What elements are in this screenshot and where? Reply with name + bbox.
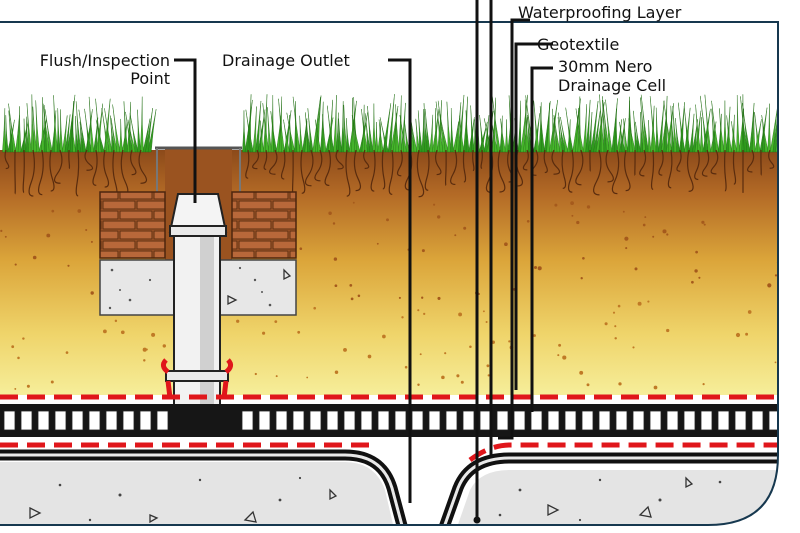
flush-inspection-label: Flush/Inspection: [40, 51, 170, 70]
drainage-cells: [3, 410, 778, 431]
grass-layer: [2, 94, 778, 153]
brick-wall-right: [231, 191, 297, 259]
nero-cell-label-2: Drainage Cell: [558, 76, 666, 95]
concrete-slab-left: [0, 462, 395, 525]
membrane-bottom-right: [468, 442, 778, 463]
roots: [4, 149, 778, 198]
concrete-slab-right: [455, 470, 778, 525]
leader-lines: [174, 0, 553, 522]
waterproofing-label: Waterproofing Layer: [518, 3, 682, 22]
geotextile-label: Geotextile: [537, 35, 619, 54]
soil-speckles: [0, 199, 778, 390]
drainage-outlet-label: Drainage Outlet: [222, 51, 350, 70]
flush-inspection-label-2: Point: [130, 69, 170, 88]
nero-cell-label: 30mm Nero: [558, 57, 652, 76]
frame-border: [0, 21, 779, 526]
brick-wall-left: [99, 191, 166, 259]
